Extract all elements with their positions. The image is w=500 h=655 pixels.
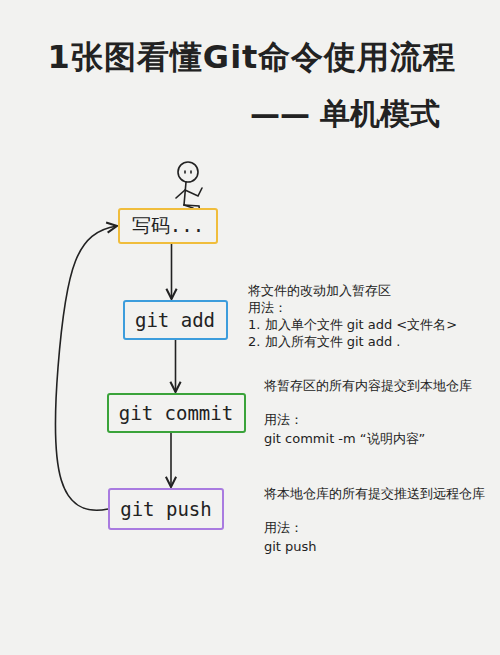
box-text: git add — [135, 309, 215, 331]
process-box: git add — [123, 300, 228, 340]
note-text: 将文件的改动加入暂存区 — [248, 282, 494, 299]
note-text: 用法： — [248, 299, 494, 316]
flow-arrow — [175, 340, 177, 392]
note-text: 2. 加入所有文件 git add . — [248, 333, 494, 350]
note-text: git push — [264, 538, 492, 555]
note-text: git commit -m “说明内容” — [264, 430, 492, 447]
flow-arrow — [171, 244, 173, 299]
note-text: 1. 加入单个文件 git add <文件名> — [248, 316, 494, 333]
box-text: git push — [120, 498, 212, 520]
flow-arrow — [170, 433, 172, 487]
box-text: 写码... — [132, 213, 204, 239]
process-box: git push — [108, 488, 224, 530]
note-text: 用法： — [264, 519, 492, 536]
flow-arrow — [55, 226, 117, 510]
note-text: 用法： — [264, 411, 492, 428]
note-text: 将暂存区的所有内容提交到本地仓库 — [264, 377, 492, 394]
note-text: 将本地仓库的所有提交推送到远程仓库 — [264, 485, 492, 502]
title: 1张图看懂Git命令使用流程 — [22, 36, 482, 80]
process-box: 写码... — [118, 208, 218, 244]
stick-figure — [176, 162, 202, 214]
subtitle: —— 单机模式 — [250, 96, 490, 132]
box-text: git commit — [119, 402, 233, 424]
process-box: git commit — [107, 393, 246, 433]
